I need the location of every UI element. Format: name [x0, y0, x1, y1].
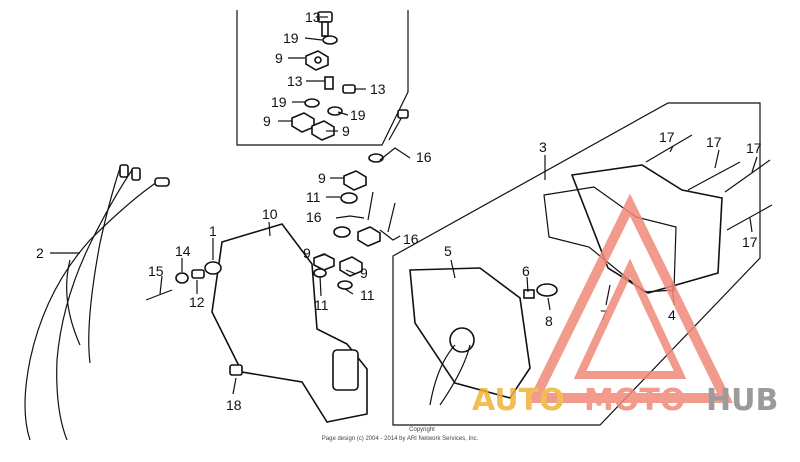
leader-lines: [50, 16, 758, 395]
taillight-assembly-box: [392, 102, 761, 426]
callout-16-a: 16: [416, 149, 432, 165]
callout-19-c: 19: [350, 107, 366, 123]
callout-13-c: 13: [370, 81, 386, 97]
callout-14: 14: [175, 243, 191, 259]
callout-9-f: 9: [360, 265, 368, 281]
watermark-auto: AUTO: [472, 383, 565, 418]
callout-15: 15: [148, 263, 164, 279]
callout-13-a: 13: [305, 9, 321, 25]
callout-10: 10: [262, 206, 278, 222]
callout-5: 5: [444, 243, 452, 259]
callout-4: 4: [668, 307, 676, 323]
watermark-moto: MOTO: [584, 383, 685, 418]
callout-9-b: 9: [263, 113, 271, 129]
callout-3: 3: [539, 139, 547, 155]
bulb: [536, 283, 558, 297]
socket: [523, 289, 535, 299]
callout-9-e: 9: [303, 245, 311, 261]
callout-19-b: 19: [271, 94, 287, 110]
callout-13-b: 13: [287, 73, 303, 89]
hardware-parts: [291, 11, 409, 290]
callout-17-d: 17: [742, 234, 758, 250]
callout-11-a: 11: [306, 189, 321, 205]
small-parts: [145, 261, 243, 376]
callout-9-a: 9: [275, 50, 283, 66]
callout-19-a: 19: [283, 30, 299, 46]
callout-11-b: 11: [314, 297, 329, 313]
callout-18: 18: [226, 397, 242, 413]
callout-2: 2: [36, 245, 44, 261]
callout-labels: 13 19 9 13 13 19 19 9 9 16 9 11 16 16 9 …: [36, 9, 762, 413]
watermark-hub: HUB: [706, 383, 778, 418]
wire-harness: [24, 164, 170, 441]
housing-wire: [429, 344, 456, 406]
callout-17-b: 17: [706, 134, 722, 150]
callout-9-c: 9: [342, 123, 350, 139]
callout-1: 1: [209, 223, 217, 239]
callout-16-b: 16: [306, 209, 322, 225]
callout-12: 12: [189, 294, 205, 310]
callout-9-d: 9: [318, 170, 326, 186]
callout-6: 6: [522, 263, 530, 279]
callout-11-c: 11: [360, 287, 375, 303]
long-screws: [645, 134, 773, 231]
watermark-logo: AUTO MOTO HUB: [472, 193, 778, 418]
callout-17-c: 17: [746, 140, 762, 156]
copyright-line2: Page design (c) 2004 - 2014 by ARI Netwo…: [322, 436, 479, 442]
copyright-line1: Copyright: [409, 427, 435, 433]
hardware-bracket-box: [236, 10, 409, 146]
callout-8: 8: [545, 313, 553, 329]
base-plate: [211, 223, 368, 423]
callout-17-a: 17: [659, 129, 675, 145]
callout-16-c: 16: [403, 231, 419, 247]
